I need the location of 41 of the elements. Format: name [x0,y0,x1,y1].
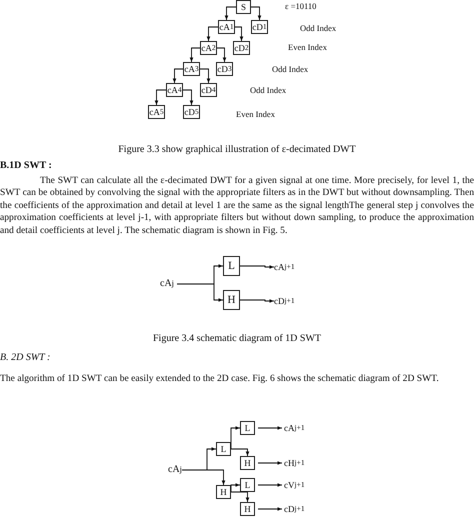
arrow [240,265,274,269]
coefficient-box: S [236,0,251,14]
arrow [234,26,244,42]
filter-box: H [240,456,255,470]
filter-box: L [223,256,240,276]
arrow [250,6,262,20]
arrow [230,492,250,502]
arrow [182,470,226,486]
section-heading: B.1D SWT : [0,160,52,171]
arrow [206,26,218,42]
index-label: Odd Index [250,86,286,96]
index-label: Odd Index [272,65,308,74]
filter-box: H [216,485,231,499]
arrow [258,507,282,511]
arrow [258,461,282,465]
body-paragraph: The SWT can calculate all the ε-decimated DWT for a given signal at one time. More precisely, for level 1, the SWT can be obtained by convolving the signal with the appropriate filters as in the DWT but without downsampling. Then the coefficients of the approximation and detail at level 1 are the same as the signal lengthThe general step j convolves the approximation coefficients at level j-1, with appropriate filters but without down sampling, to produce the approximation and detail coefficients at level j. The schematic diagram is shown in Fig. 5. [0,175,474,238]
arrow [224,6,236,20]
sequence-label: ε =10110 [285,2,316,12]
arrow [258,426,282,430]
arrow [154,90,166,106]
arrow [216,48,226,62]
filter-box: H [240,502,255,516]
arrow [176,284,224,302]
arrow [240,299,274,303]
filter-box: L [240,478,255,492]
filter-box: H [223,290,240,310]
arrow [200,68,210,84]
arrow [190,48,200,62]
filter-box: L [216,442,231,456]
figure-caption: Figure 3.4 schematic diagram of 1D SWT [152,333,322,344]
figure-caption: Figure 3.3 show graphical illustration of ε-decimated DWT [117,144,357,155]
arrow [258,483,282,487]
arrow [172,68,184,84]
arrow [182,90,194,106]
arrow [230,448,250,456]
body-paragraph: The algorithm of 1D SWT can be easily extended to the 2D case. Fig. 6 shows the schematic diagram of 2D SWT. [0,374,440,385]
index-label: Even Index [236,110,275,120]
section-heading: B. 2D SWT : [0,352,50,363]
filter-box: L [240,421,255,435]
index-label: Odd Index [300,24,336,34]
index-label: Even Index [288,43,327,52]
